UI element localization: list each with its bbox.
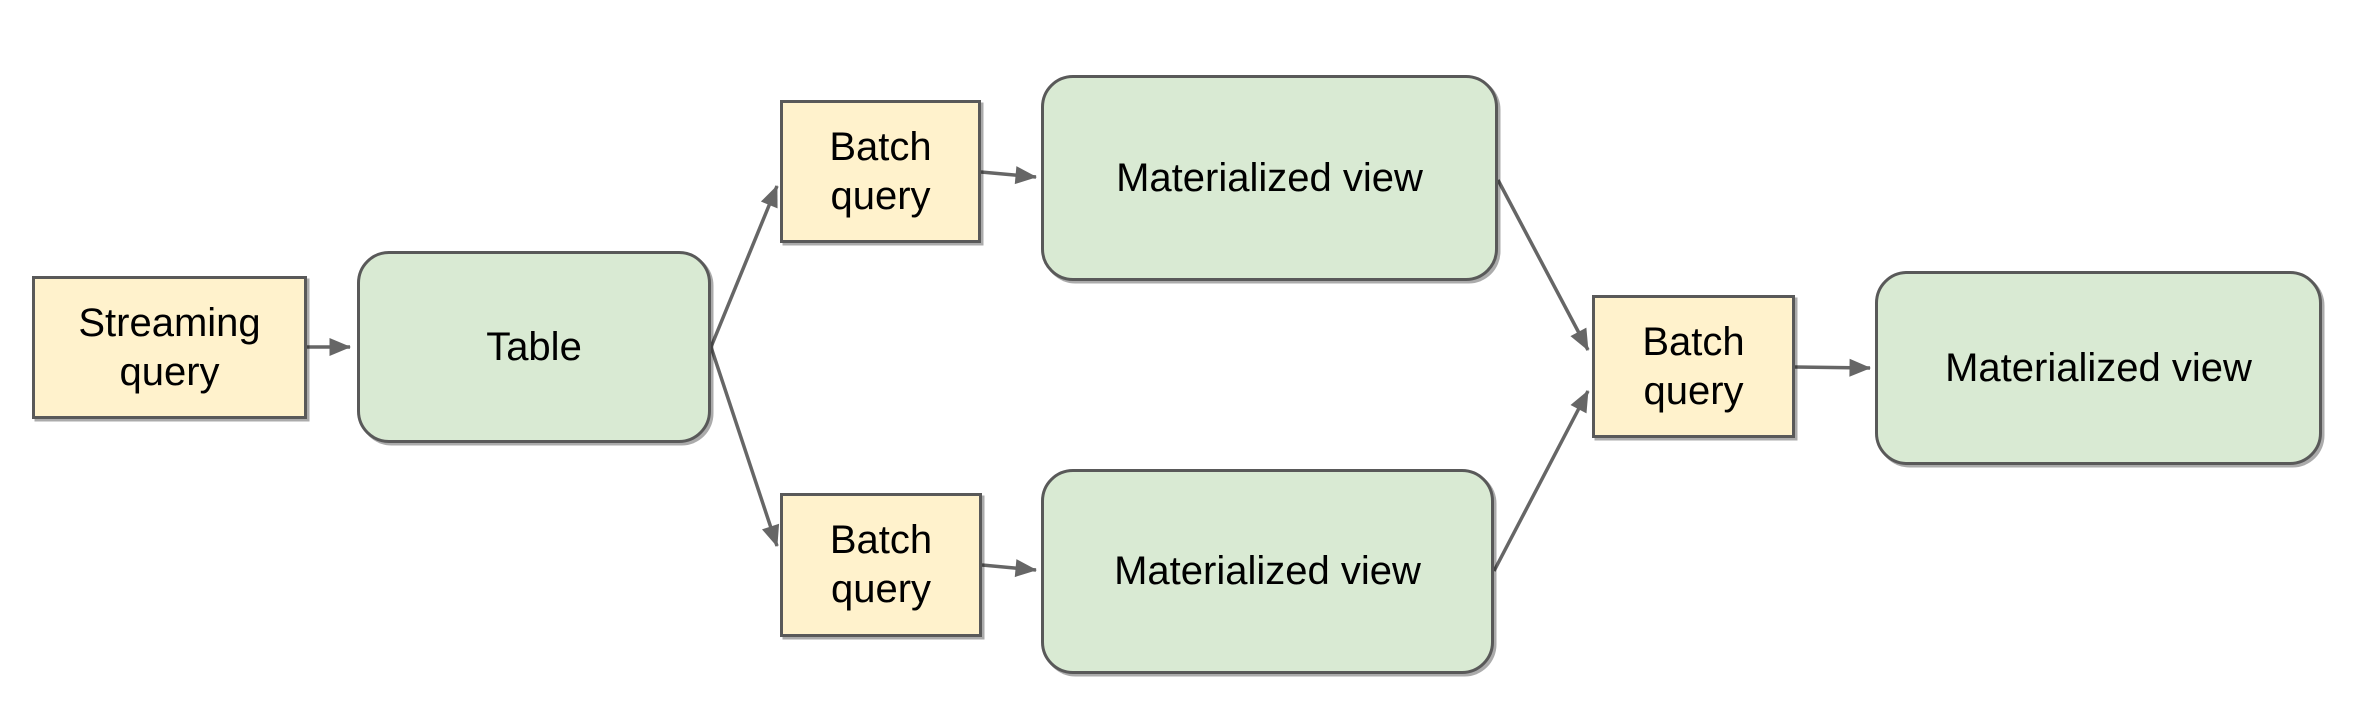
edge-batch-query-final-to-materialized-view-final	[1794, 358, 1871, 377]
node-label-streaming-query: Streaming query	[78, 300, 261, 394]
node-label-materialized-view-final: Materialized view	[1945, 345, 2252, 390]
node-label-table: Table	[486, 324, 582, 369]
edge-batch-query-bottom-to-materialized-view-bottom	[981, 559, 1037, 578]
node-label-materialized-view-bottom: Materialized view	[1114, 549, 1421, 594]
node-materialized-view-final: Materialized view	[1875, 271, 2322, 465]
edge-table-to-batch-query-top	[709, 185, 779, 348]
node-materialized-view-bottom: Materialized view	[1041, 469, 1494, 674]
node-label-materialized-view-top: Materialized view	[1116, 155, 1423, 200]
edge-batch-query-top-to-materialized-view-top	[980, 166, 1037, 185]
edge-table-to-batch-query-bottom	[709, 346, 780, 547]
node-label-batch-query-final: Batch query	[1642, 319, 1745, 413]
node-table: Table	[357, 251, 711, 443]
node-batch-query-bottom: Batch query	[780, 493, 982, 637]
node-batch-query-top: Batch query	[780, 100, 981, 243]
edge-materialized-view-top-to-batch-query-final	[1496, 179, 1590, 351]
node-streaming-query: Streaming query	[32, 276, 307, 419]
node-label-batch-query-top: Batch query	[829, 124, 932, 218]
node-label-batch-query-bottom: Batch query	[829, 518, 933, 611]
node-materialized-view-top: Materialized view	[1041, 75, 1498, 281]
edge-materialized-view-bottom-to-batch-query-final	[1492, 390, 1590, 572]
edges-group	[307, 166, 1871, 578]
node-batch-query-final: Batch query	[1592, 295, 1795, 438]
